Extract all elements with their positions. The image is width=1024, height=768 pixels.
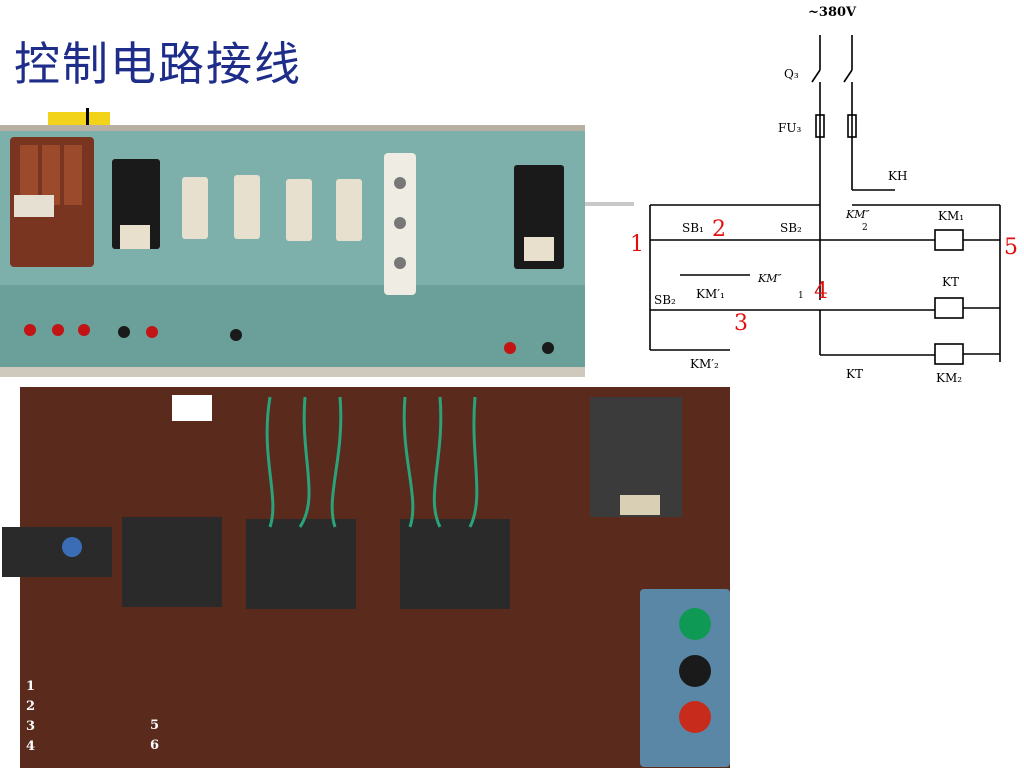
small-2-label: 2 xyxy=(862,223,868,233)
black-button xyxy=(679,655,711,687)
small-1-label: 1 xyxy=(798,291,804,301)
node-number-4: 4 xyxy=(814,279,828,304)
power-panel-photo xyxy=(0,125,585,378)
node-number-3: 3 xyxy=(734,311,748,336)
slide-title: 控制电路接线 xyxy=(14,37,302,91)
divider-line xyxy=(582,202,634,206)
wiring-board-photo: 1 2 3 4 5 6 xyxy=(0,377,748,768)
contactor-km3 xyxy=(400,519,510,609)
fuse-1 xyxy=(182,177,208,239)
red-button xyxy=(679,701,711,733)
sb2-top-label: SB₂ xyxy=(780,221,802,235)
fuse-2 xyxy=(234,175,260,239)
node-number-1: 1 xyxy=(630,232,644,257)
sb1-label: SB₁ xyxy=(682,221,704,235)
row-label-5: 5 xyxy=(150,718,159,733)
kt-contact-label: KT xyxy=(846,367,863,381)
row-label-2: 2 xyxy=(26,699,35,714)
supply-label: ~380V xyxy=(808,5,857,20)
q3-label: Q₃ xyxy=(784,67,799,81)
km2-contact-label: KM′₂ xyxy=(690,357,719,371)
title-accent-line xyxy=(86,108,89,136)
km1-coil-label: KM₁ xyxy=(938,209,964,223)
km-mid-label: KM″ xyxy=(757,272,782,285)
contactor-km1 xyxy=(122,517,222,607)
contactor-km2 xyxy=(246,519,356,609)
terminal-rows: 1 2 3 4 5 6 xyxy=(26,679,159,754)
row-label-3: 3 xyxy=(26,719,35,734)
thermal-relay xyxy=(2,527,112,577)
fuse-3 xyxy=(286,179,312,241)
node-number-2: 2 xyxy=(712,217,726,242)
node-number-5: 5 xyxy=(1004,235,1018,260)
kh-label: KH xyxy=(888,169,907,183)
kt-coil-label: KT xyxy=(942,275,959,289)
control-circuit-schematic: ~380V Q₃ FU₃ KH SB₁ SB₂ SB₂ KM′₁ KM′₂ KM… xyxy=(630,5,1018,385)
km-top-label: KM″ xyxy=(845,208,870,221)
km1-contact-label: KM′₁ xyxy=(696,287,725,301)
green-button xyxy=(679,608,711,640)
row-label-1: 1 xyxy=(26,679,35,694)
km2-coil-label: KM₂ xyxy=(936,371,962,385)
fuse-4 xyxy=(336,179,362,241)
sb2-left-label: SB₂ xyxy=(654,293,676,307)
row-label-4: 4 xyxy=(26,739,35,754)
row-label-6: 6 xyxy=(150,738,159,753)
fu3-label: FU₃ xyxy=(778,121,801,135)
